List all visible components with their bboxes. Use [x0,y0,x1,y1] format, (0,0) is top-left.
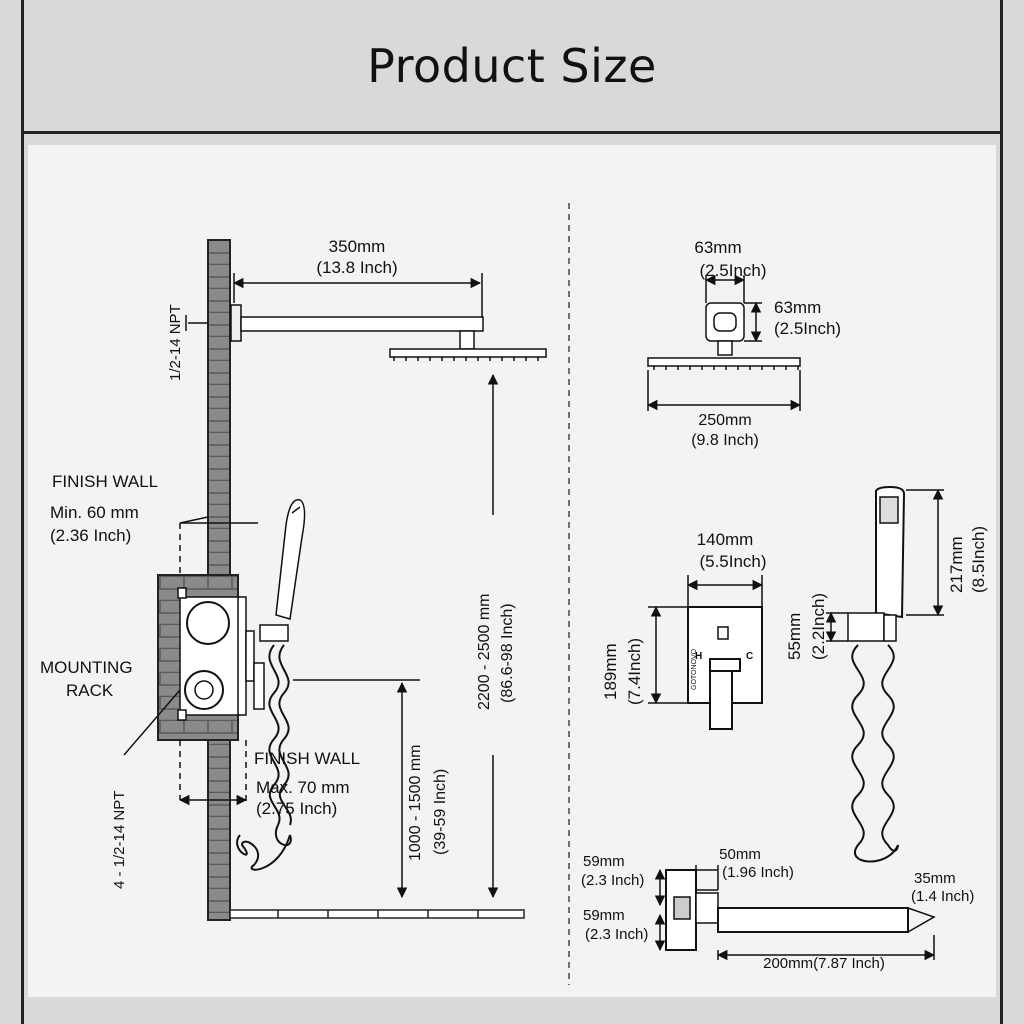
head-width-inch: (9.8 Inch) [691,432,759,449]
finish-wall-max-label: FINISH WALL [254,749,360,768]
diverter-knob [186,601,230,645]
diagram-panel: 350mm (13.8 Inch) 1/2-14 NPT FINISH WALL… [28,145,996,997]
shower-height-mm: 2200 - 2500 mm [476,593,493,710]
hot-mark: H [695,651,702,662]
handheld-length-inch: (8.5Inch) [969,526,988,593]
finish-wall-min-label: FINISH WALL [52,472,158,491]
right-border [1000,0,1003,1024]
side-view [123,239,547,921]
arm-length-mm: 350mm [329,237,386,256]
spout-h1-inch: (2.3 Inch) [581,872,644,889]
spout-h1-mm: 59mm [583,853,625,870]
arm-flange [230,304,242,342]
flange-height-mm: 63mm [774,298,821,317]
page-title: Product Size [367,38,657,93]
dimension-diagram: 350mm (13.8 Inch) 1/2-14 NPT FINISH WALL… [40,203,988,985]
flange-width-inch: (2.5Inch) [699,261,766,280]
npt-bottom-label: 4 - 1/2-14 NPT [111,791,128,889]
finish-wall-min-inch: (2.36 Inch) [50,526,131,545]
trim-width-inch: (5.5Inch) [699,552,766,571]
spout-h2-mm: 59mm [583,907,625,924]
trim-height-mm: 189mm [601,643,620,700]
spout-h2-inch: (2.3 Inch) [585,926,648,943]
hand-holder [259,624,289,642]
handheld-hose [851,644,899,863]
finish-wall-min-mm: Min. 60 mm [50,503,139,522]
spout-depth-mm: 50mm [719,846,761,863]
trim-handle [709,670,733,730]
trim-height-inch: (7.4Inch) [625,638,644,705]
valve-height-inch: (39-59 Inch) [432,769,449,855]
rain-head-side [647,357,801,367]
spout-length: 200mm(7.87 Inch) [763,955,885,972]
finish-wall-max-mm: Max. 70 mm [256,778,350,797]
spout-tip-inch: (1.4 Inch) [911,888,974,905]
bracket-height-inch: (2.2Inch) [809,593,828,660]
tub-spout [717,907,909,933]
floor [229,909,525,919]
arm-length-inch: (13.8 Inch) [316,258,397,277]
trim-width-mm: 140mm [697,530,754,549]
mounting-rack-label-2: RACK [66,681,114,700]
head-width-mm: 250mm [698,412,751,429]
valve-handle [253,662,265,710]
valve-height-mm: 1000 - 1500 mm [407,744,424,861]
npt-top-label: 1/2-14 NPT [167,304,184,381]
shower-arm [240,316,484,332]
left-border [21,0,24,1024]
spout-tip-mm: 35mm [914,870,956,887]
diverter-button [717,626,729,640]
rain-shower-head [389,348,547,358]
side-view-labels: 350mm (13.8 Inch) 1/2-14 NPT FINISH WALL… [40,237,516,889]
cold-mark: C [746,651,753,662]
title-bar: Product Size [24,0,1000,134]
component-views [646,274,944,961]
hose [236,644,292,871]
shower-height-inch: (86.6-98 Inch) [499,603,516,703]
brand-mark: GOTONOVO [691,648,698,690]
spout-depth-inch: (1.96 Inch) [722,864,794,881]
handheld-bracket [847,612,885,642]
component-labels: 63mm (2.5Inch) 63mm (2.5Inch) 250mm (9.8… [581,238,988,972]
handheld-length-mm: 217mm [947,536,966,593]
hand-shower [275,498,306,620]
mounting-rack-label-1: MOUNTING [40,658,133,677]
bracket-height-mm: 55mm [785,613,804,660]
flange-width-mm: 63mm [694,238,741,257]
finish-wall-max-inch: (2.75 Inch) [256,799,337,818]
flange-height-inch: (2.5Inch) [774,319,841,338]
